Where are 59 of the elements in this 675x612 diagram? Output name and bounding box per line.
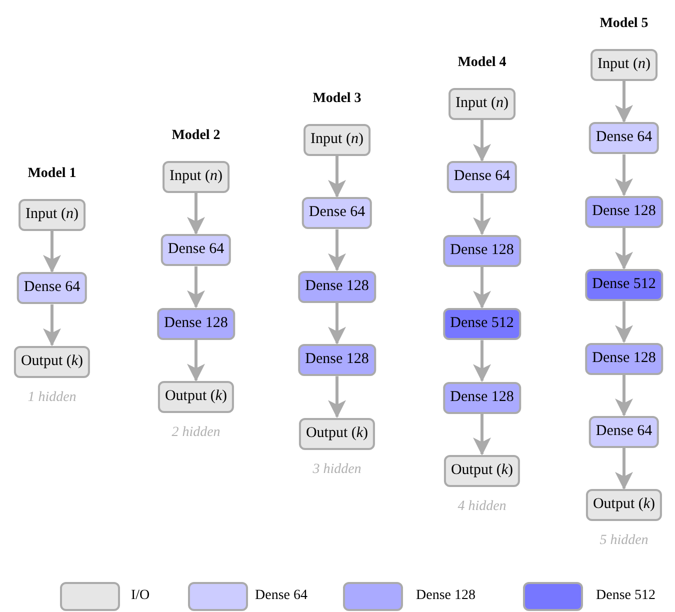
- io-layer-box: Output (k): [586, 489, 662, 522]
- model-title: Model 1: [28, 166, 76, 182]
- dense-layer-box: Dense 512: [585, 269, 663, 302]
- dense-layer-box: Dense 64: [16, 272, 88, 304]
- model-title: Model 5: [600, 16, 648, 32]
- legend-label: I/O: [131, 588, 150, 604]
- dense-layer-box: Dense 64: [446, 161, 518, 194]
- arrow: [615, 448, 633, 490]
- arrow: [615, 374, 633, 416]
- legend-label: Dense 128: [416, 588, 476, 604]
- hidden-count-note: 3 hidden: [312, 462, 362, 478]
- io-layer-box: Input (n): [448, 88, 516, 120]
- arrow: [43, 231, 61, 273]
- arrow: [328, 229, 346, 272]
- hidden-count-note: 1 hidden: [28, 390, 76, 406]
- io-layer-box: Output (k): [444, 455, 520, 487]
- arrow: [473, 266, 491, 309]
- arrow: [473, 120, 491, 162]
- model-title: Model 4: [458, 55, 506, 71]
- arrow: [615, 228, 633, 270]
- arrow: [187, 193, 205, 235]
- dense-layer-box: Dense 64: [302, 197, 372, 230]
- dense-layer-box: Dense 128: [585, 196, 663, 228]
- arrow: [615, 81, 633, 123]
- dense-layer-box: Dense 512: [443, 308, 521, 340]
- arrow: [473, 340, 491, 382]
- dense-layer-box: Dense 64: [588, 416, 660, 448]
- model-title: Model 2: [172, 128, 220, 144]
- io-layer-box: Input (n): [162, 161, 230, 193]
- hidden-count-note: 2 hidden: [172, 425, 220, 442]
- dense-layer-box: Dense 128: [157, 308, 235, 340]
- io-layer-box: Input (n): [304, 124, 370, 156]
- arrow: [187, 340, 205, 382]
- legend-label: Dense 64: [255, 588, 308, 604]
- io-layer-box: Output (k): [298, 418, 376, 450]
- dense-layer-box: Dense 128: [585, 342, 663, 375]
- io-layer-box: Input (n): [590, 49, 658, 81]
- arrow: [187, 266, 205, 308]
- dense-layer-box: Dense 128: [298, 344, 376, 376]
- arrow: [473, 193, 491, 236]
- arrow: [328, 376, 346, 418]
- arrow: [615, 154, 633, 196]
- hidden-count-note: 5 hidden: [600, 533, 648, 550]
- arrow: [615, 301, 633, 344]
- dense-layer-box: Dense 128: [443, 234, 521, 267]
- io-layer-box: Input (n): [18, 199, 86, 231]
- hidden-count-note: 4 hidden: [458, 499, 506, 515]
- arrow: [43, 304, 61, 346]
- arrow: [328, 156, 346, 198]
- dense-layer-box: Dense 128: [298, 270, 376, 303]
- dense-layer-box: Dense 128: [443, 382, 521, 414]
- dense-layer-box: Dense 64: [160, 234, 232, 266]
- dense-layer-box: Dense 64: [588, 122, 660, 154]
- model-title: Model 3: [312, 91, 362, 107]
- io-layer-box: Output (k): [14, 346, 90, 378]
- legend-label: Dense 512: [596, 588, 656, 604]
- arrow: [473, 414, 491, 456]
- arrow: [328, 302, 346, 345]
- io-layer-box: Output (k): [158, 381, 234, 414]
